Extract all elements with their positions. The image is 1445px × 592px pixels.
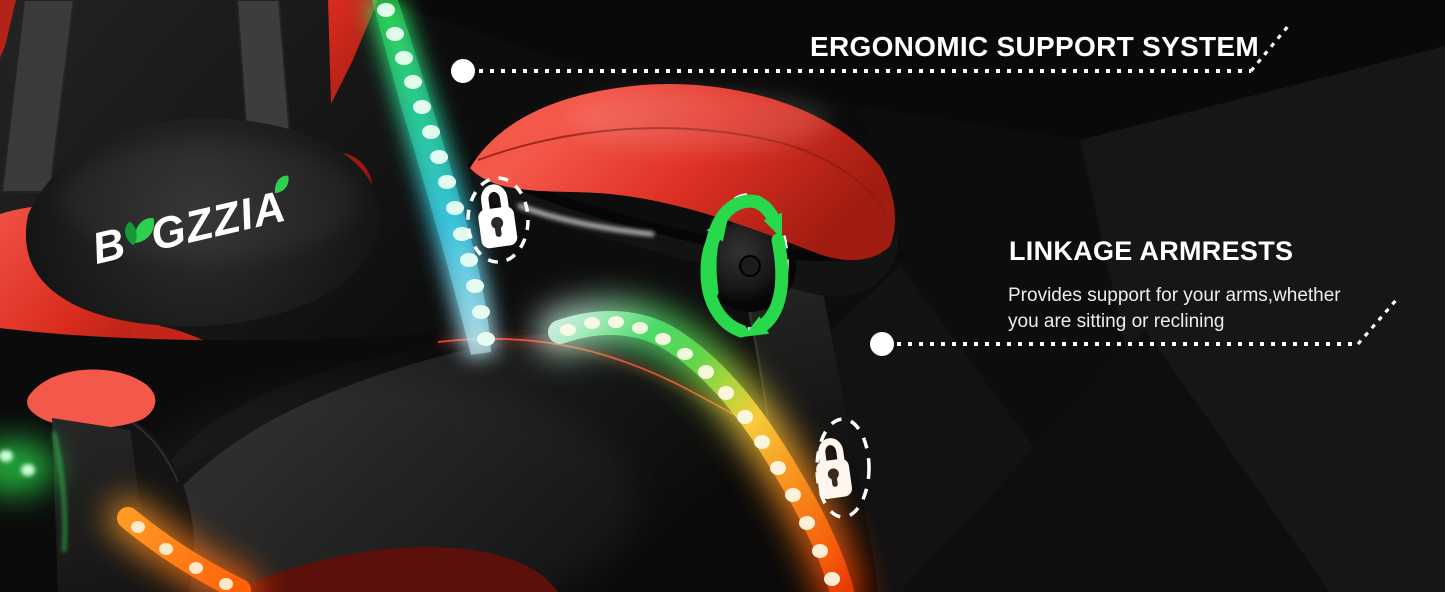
led-strip-seat xyxy=(537,300,865,592)
leaf-icon xyxy=(274,175,289,194)
feature-description-linkage-armrests: Provides support for your arms,whether y… xyxy=(1008,283,1341,335)
description-line: Provides support for your arms,whether xyxy=(1008,285,1341,306)
lock-lower-icon xyxy=(815,417,871,519)
leader-line-ergonomic xyxy=(451,23,1291,83)
description-line: you are sitting or reclining xyxy=(1008,311,1225,332)
white-dot-marker xyxy=(451,59,475,83)
armrest-support-column xyxy=(738,256,878,592)
rotation-arrows-icon xyxy=(700,193,789,338)
backrest-red-accent-corner xyxy=(0,0,16,58)
right-armrest xyxy=(467,83,899,312)
chair-seat xyxy=(118,323,840,592)
feature-title-ergonomic-support: ERGONOMIC SUPPORT SYSTEM xyxy=(810,31,1260,62)
leaf-icon xyxy=(125,218,155,246)
left-armrest-pad xyxy=(27,369,156,429)
feature-title-linkage-armrests: LINKAGE ARMRESTS xyxy=(1009,236,1294,266)
led-strip-backrest xyxy=(366,0,496,358)
chair: B GZZIA xyxy=(0,0,899,592)
led-strip-bottom xyxy=(108,498,558,592)
backrest-red-accent xyxy=(328,0,378,104)
white-dot-marker xyxy=(870,332,894,356)
lock-upper-icon xyxy=(466,176,530,264)
leader-line-linkage xyxy=(870,297,1399,356)
